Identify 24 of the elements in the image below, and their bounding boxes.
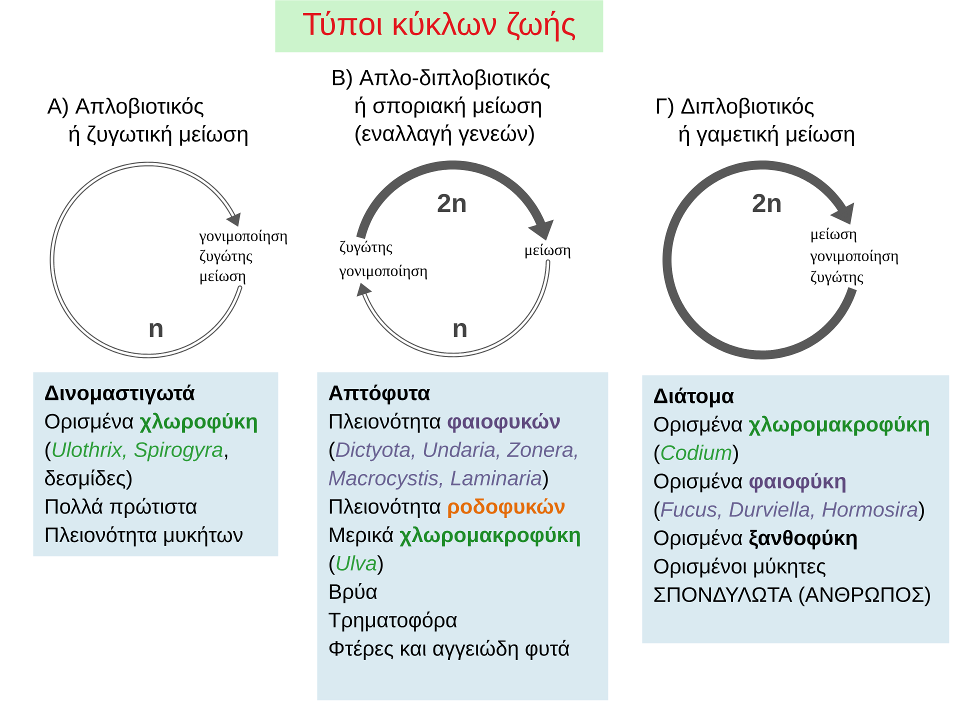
stage-label: γονιμοποίηση <box>199 230 287 244</box>
heading: Γ) Διπλοβιοτικός ή γαμετική μείωση <box>657 97 854 146</box>
list-box: Διάτομα Ορισμένα χλωρομακροφύκη (Codium) Ορισμένα φαιοφύκη (Fucus, Durviella, Hormosira) Ορισμένα ξανθοφύκη Ορισμένοι μύκητες ΣΠΟΝΔΥΛΩΤΑ (ΑΝΘΡΩΠΟΣ) <box>642 375 950 644</box>
cycle-arrow <box>356 259 550 358</box>
stage-label: γονιμοποίηση <box>339 264 427 280</box>
heading: Α) Απλοβιοτικός ή ζυγωτική μείωση <box>47 97 248 146</box>
title-banner: Τύποι κύκλων ζωής <box>275 0 604 52</box>
stage-label: μείωση <box>200 270 246 284</box>
list-box: Δινομαστιγωτά Ορισμένα χλωροφύκη (Ulothrix, Spirogyra, δεσμίδες) Πολλά πρώτιστα Πλειονότητα μυκήτων <box>33 372 278 556</box>
edge-label: 2n <box>438 194 466 212</box>
stage-label: γονιμοποίηση <box>810 250 898 264</box>
stage-label: ζυγώτης <box>340 240 392 256</box>
stage-label: ζυγώτης <box>810 270 864 286</box>
stage-label: μείωση <box>526 244 570 258</box>
edge-label: n <box>150 323 162 337</box>
cycle-arrow <box>50 162 242 358</box>
edge-label: 2n <box>752 194 780 212</box>
list-box: Απτόφυτα Πλειονότητα φαιοφυκών (Dictyota, Undaria, Zonera, Macrocystis, Laminaria) Πλειονότητα ροδοφυκών Μερικά χλωρομακροφύκη (Ulva) Βρύα Τρηματοφόρα Φτέρες και αγγειώδη φυτά <box>317 372 608 700</box>
heading: Β) Απλο-διπλοβιοτικός ή σποριακή μείωση (εναλλαγή γενεών) <box>333 68 550 146</box>
cycle-arrow <box>356 160 554 241</box>
edge-label: n <box>454 323 466 337</box>
stage-label: μείωση <box>812 228 856 242</box>
cycle-arrow <box>662 160 857 360</box>
stage-label: ζυγώτης <box>200 250 252 264</box>
